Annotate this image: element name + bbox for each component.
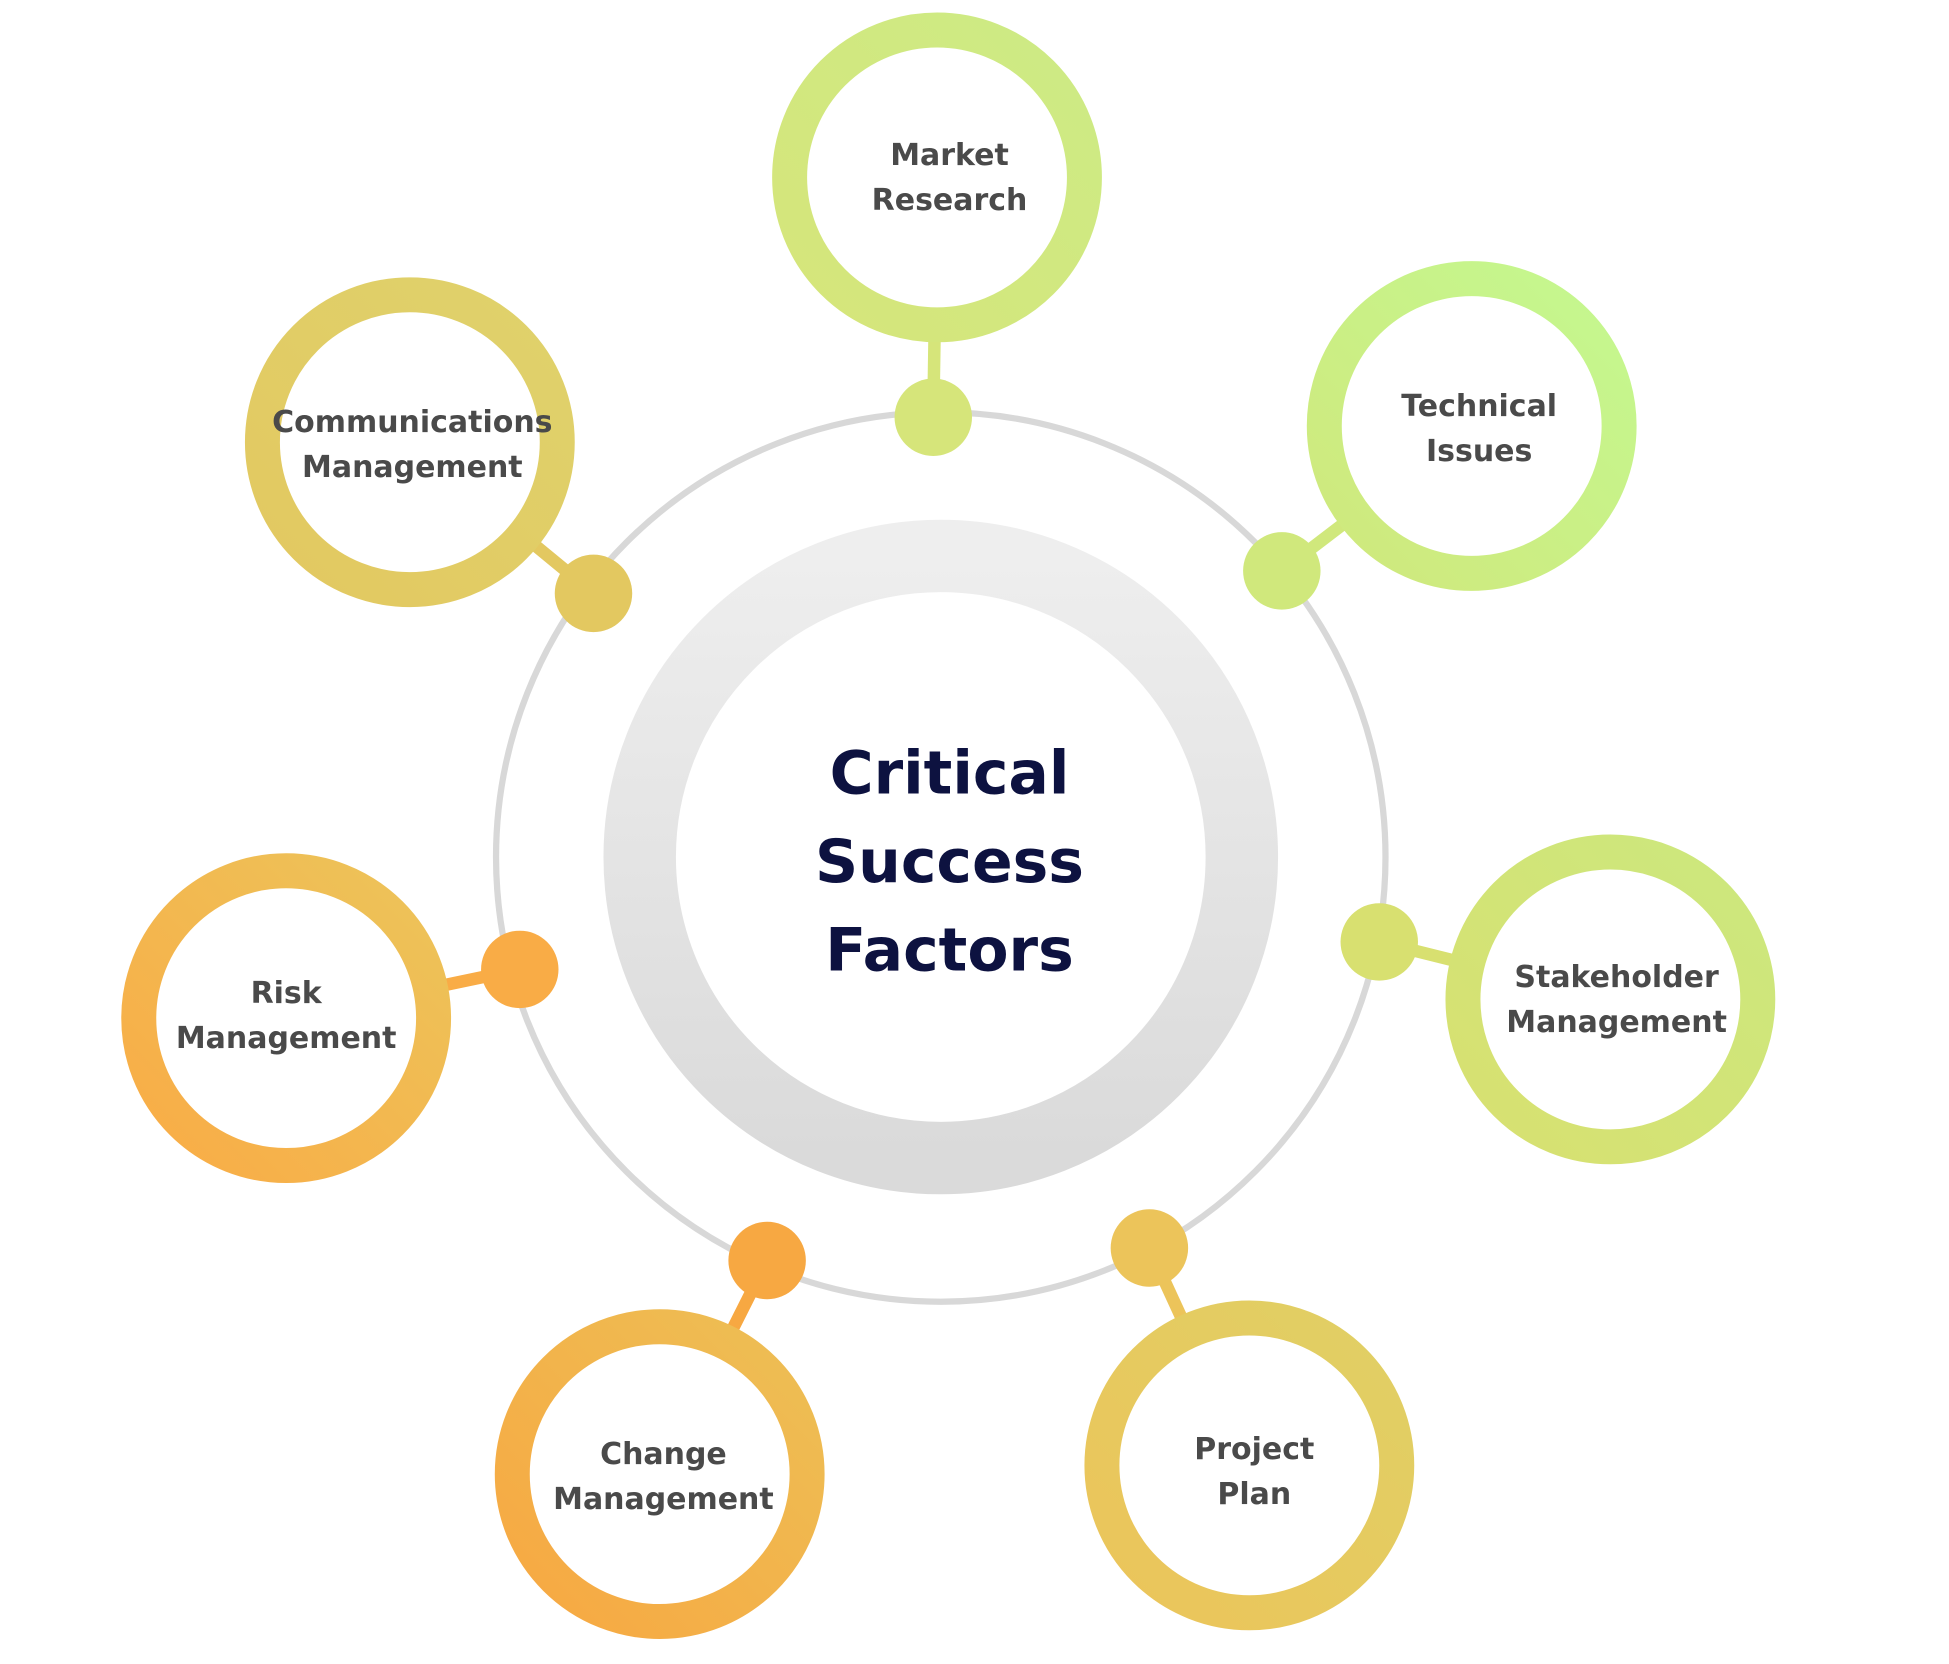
factor-circle bbox=[244, 277, 575, 608]
connector-dot bbox=[481, 930, 559, 1009]
center-ring bbox=[603, 519, 1279, 1195]
center-title-line: Critical bbox=[830, 738, 1070, 808]
factor-label: Management bbox=[176, 1021, 397, 1056]
factor-label: Risk bbox=[251, 976, 323, 1011]
factor-label: Management bbox=[1506, 1005, 1727, 1040]
center-title: Critical Success Factors bbox=[815, 738, 1084, 985]
factor-label: Project bbox=[1194, 1432, 1314, 1467]
connector-dot bbox=[728, 1221, 806, 1300]
factor-label: Management bbox=[302, 450, 523, 485]
connector-dot bbox=[1110, 1209, 1189, 1287]
connector-dot bbox=[894, 378, 973, 456]
connector-dot bbox=[554, 554, 633, 633]
factor-circle bbox=[494, 1309, 825, 1640]
factor-label: Stakeholder bbox=[1514, 960, 1719, 995]
connector-dot bbox=[1243, 532, 1321, 610]
connector-dot bbox=[1340, 903, 1418, 981]
factor-label: Issues bbox=[1426, 434, 1532, 469]
factor-label: Change bbox=[600, 1437, 727, 1472]
factor-label: Management bbox=[553, 1482, 774, 1517]
center-title-line: Factors bbox=[825, 916, 1074, 986]
factor-label: Plan bbox=[1217, 1477, 1291, 1512]
factor-circle bbox=[1084, 1300, 1415, 1631]
center-title-line: Success bbox=[815, 827, 1084, 897]
factor-label: Market bbox=[890, 138, 1009, 173]
factor-circle bbox=[121, 853, 452, 1184]
factor-circle bbox=[1445, 834, 1776, 1165]
factor-circle bbox=[772, 12, 1102, 343]
factor-circle bbox=[1306, 261, 1637, 591]
factor-label: Research bbox=[872, 183, 1028, 218]
factor-label: Communications bbox=[272, 405, 552, 440]
factor-label: Technical bbox=[1401, 389, 1557, 424]
